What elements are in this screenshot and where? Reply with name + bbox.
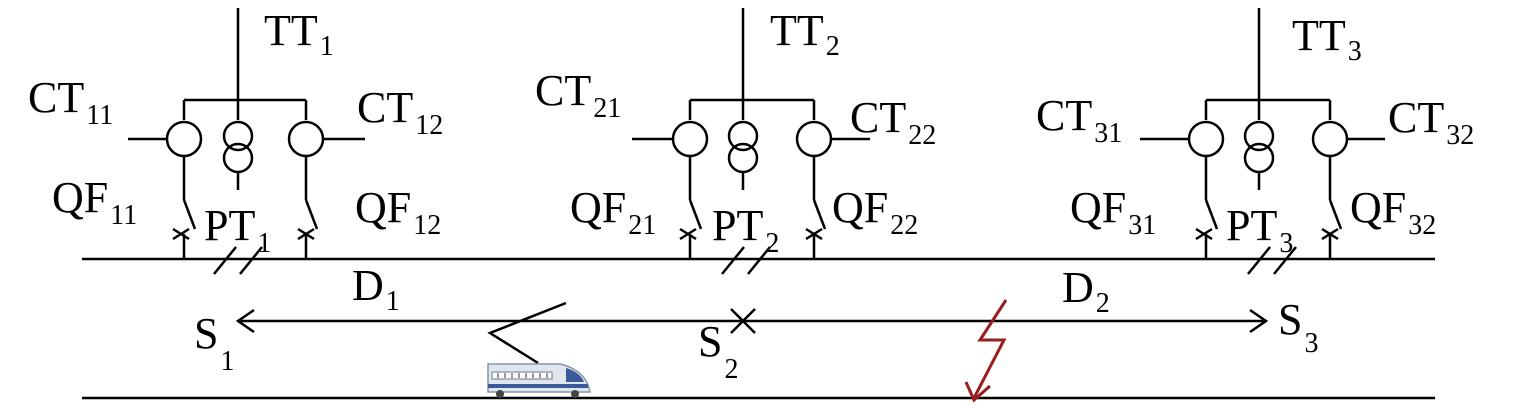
label-qf12: QF12 bbox=[355, 183, 441, 241]
section-point-mark-b bbox=[730, 308, 756, 334]
neutral-section-2b bbox=[747, 246, 771, 275]
label-d2: D2 bbox=[1062, 263, 1110, 319]
label-qf31: QF31 bbox=[1070, 183, 1156, 241]
label-s3: S3 bbox=[1278, 295, 1318, 359]
label-qf11: QF11 bbox=[52, 173, 137, 231]
label-ct31: CT31 bbox=[1036, 91, 1122, 149]
label-tt2: TT2 bbox=[770, 6, 840, 62]
label-qf32: QF32 bbox=[1350, 183, 1436, 241]
label-ct22: CT22 bbox=[850, 93, 936, 151]
label-ct21: CT21 bbox=[535, 66, 621, 124]
label-s1: S1 bbox=[194, 309, 234, 377]
ct-31-symbol bbox=[1187, 120, 1225, 158]
qf-12-blade bbox=[304, 199, 319, 230]
arrow-head-left bbox=[235, 308, 255, 334]
pantograph-icon bbox=[487, 301, 567, 365]
qf-21-blade bbox=[688, 199, 703, 230]
neutral-section-3a bbox=[1247, 246, 1271, 275]
label-qf22: QF22 bbox=[832, 183, 918, 241]
neutral-section-3b bbox=[1273, 246, 1297, 275]
qf-32-blade bbox=[1328, 199, 1343, 230]
pt-3-symbol-top bbox=[1243, 120, 1275, 152]
train-icon bbox=[487, 363, 591, 398]
label-s2: S2 bbox=[698, 317, 738, 385]
label-tt1: TT1 bbox=[264, 6, 334, 62]
arrow-head-right bbox=[1249, 308, 1269, 334]
label-ct12: CT12 bbox=[357, 83, 443, 141]
ct-22-symbol bbox=[795, 120, 833, 158]
neutral-section-1b bbox=[239, 246, 263, 275]
pt-2-symbol-bottom bbox=[727, 142, 759, 174]
qf-22-blade bbox=[812, 199, 827, 230]
ct-12-symbol bbox=[287, 120, 325, 158]
substation-2 bbox=[632, 8, 870, 275]
pt-1-symbol-top bbox=[222, 120, 254, 152]
ct-11-symbol bbox=[165, 120, 203, 158]
label-qf21: QF21 bbox=[570, 183, 656, 241]
substation-1 bbox=[128, 8, 365, 275]
ct-21-symbol bbox=[671, 120, 709, 158]
label-pt3: PT3 bbox=[1226, 201, 1293, 259]
pt-1-symbol-bottom bbox=[222, 142, 254, 174]
label-tt3: TT3 bbox=[1292, 11, 1362, 67]
label-ct32: CT32 bbox=[1388, 93, 1474, 151]
label-ct11: CT11 bbox=[28, 73, 113, 131]
neutral-section-2a bbox=[721, 246, 745, 275]
neutral-section-1a bbox=[213, 246, 237, 275]
substation-3 bbox=[1140, 8, 1385, 275]
label-pt1: PT1 bbox=[204, 201, 271, 259]
fault-lightning-icon bbox=[964, 299, 1008, 403]
label-d1: D1 bbox=[352, 261, 400, 317]
qf-11-blade bbox=[182, 199, 197, 230]
ct-32-symbol bbox=[1311, 120, 1349, 158]
label-pt2: PT2 bbox=[712, 201, 779, 259]
pt-3-symbol-bottom bbox=[1243, 142, 1275, 174]
pt-2-symbol-top bbox=[727, 120, 759, 152]
qf-31-blade bbox=[1204, 199, 1219, 230]
